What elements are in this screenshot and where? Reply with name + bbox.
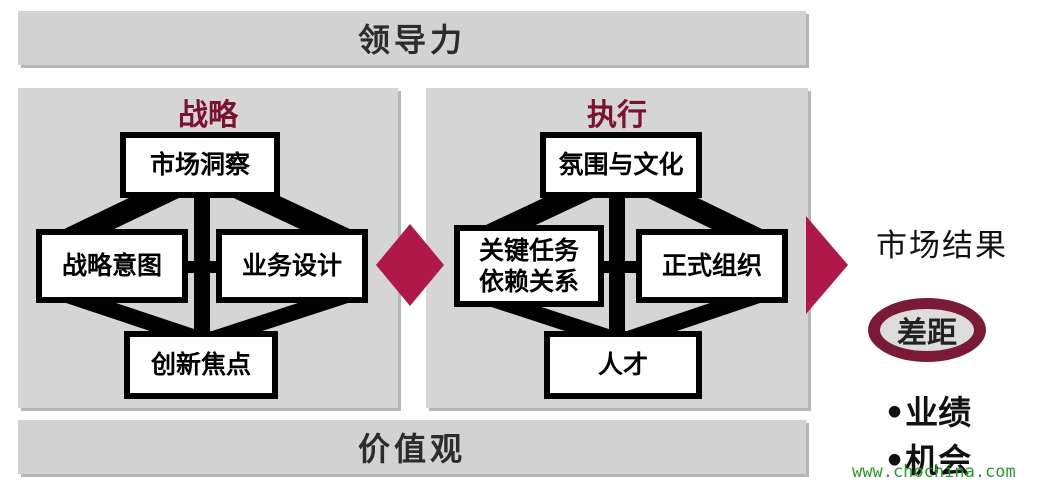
atmosphere-culture-label: 氛围与文化 xyxy=(558,150,684,180)
business-design-label: 业务设计 xyxy=(241,251,342,281)
result-item-performance: •业绩 xyxy=(884,393,972,432)
leadership-bar: 领导力 xyxy=(18,11,806,65)
execution-panel: 执行 氛围与文化 关键任务 依赖关系 正式组织 人才 xyxy=(426,88,808,408)
values-bar: 价值观 xyxy=(18,420,806,474)
strategy-title: 战略 xyxy=(178,98,238,133)
atmosphere-culture-box: 氛围与文化 xyxy=(540,132,702,198)
market-results-title: 市场结果 xyxy=(876,228,1008,264)
talent-label: 人才 xyxy=(597,350,648,380)
results-arrow-diamond xyxy=(806,216,848,314)
gap-label: 差距 xyxy=(880,309,974,351)
key-tasks-line1: 关键任务 xyxy=(478,235,579,265)
execution-title: 执行 xyxy=(587,98,647,133)
talent-box: 人才 xyxy=(544,331,702,399)
result-item-opportunity: •机会 xyxy=(884,441,972,480)
formal-organization-label: 正式组织 xyxy=(661,251,762,281)
strategic-intent-label: 战略意图 xyxy=(61,251,162,281)
key-tasks-line2: 依赖关系 xyxy=(478,267,579,296)
innovation-focus-label: 创新焦点 xyxy=(150,350,251,380)
strategy-execution-diamond xyxy=(376,224,444,306)
strategy-connectors xyxy=(60,185,354,334)
values-label: 价值观 xyxy=(357,430,466,468)
gap-ellipse: 差距 xyxy=(868,298,986,362)
key-tasks-box: 关键任务 依赖关系 xyxy=(454,225,604,307)
strategic-intent-box: 战略意图 xyxy=(36,229,188,303)
market-insight-label: 市场洞察 xyxy=(149,150,250,180)
innovation-focus-box: 创新焦点 xyxy=(124,331,278,399)
watermark-text: www.chochina.com xyxy=(852,462,1016,482)
leadership-label: 领导力 xyxy=(357,21,466,59)
business-design-box: 业务设计 xyxy=(216,229,368,303)
strategy-panel: 战略 市场洞察 战略意图 业务设计 创新焦点 xyxy=(18,88,398,408)
market-insight-box: 市场洞察 xyxy=(120,132,280,198)
formal-organization-box: 正式组织 xyxy=(636,229,788,303)
